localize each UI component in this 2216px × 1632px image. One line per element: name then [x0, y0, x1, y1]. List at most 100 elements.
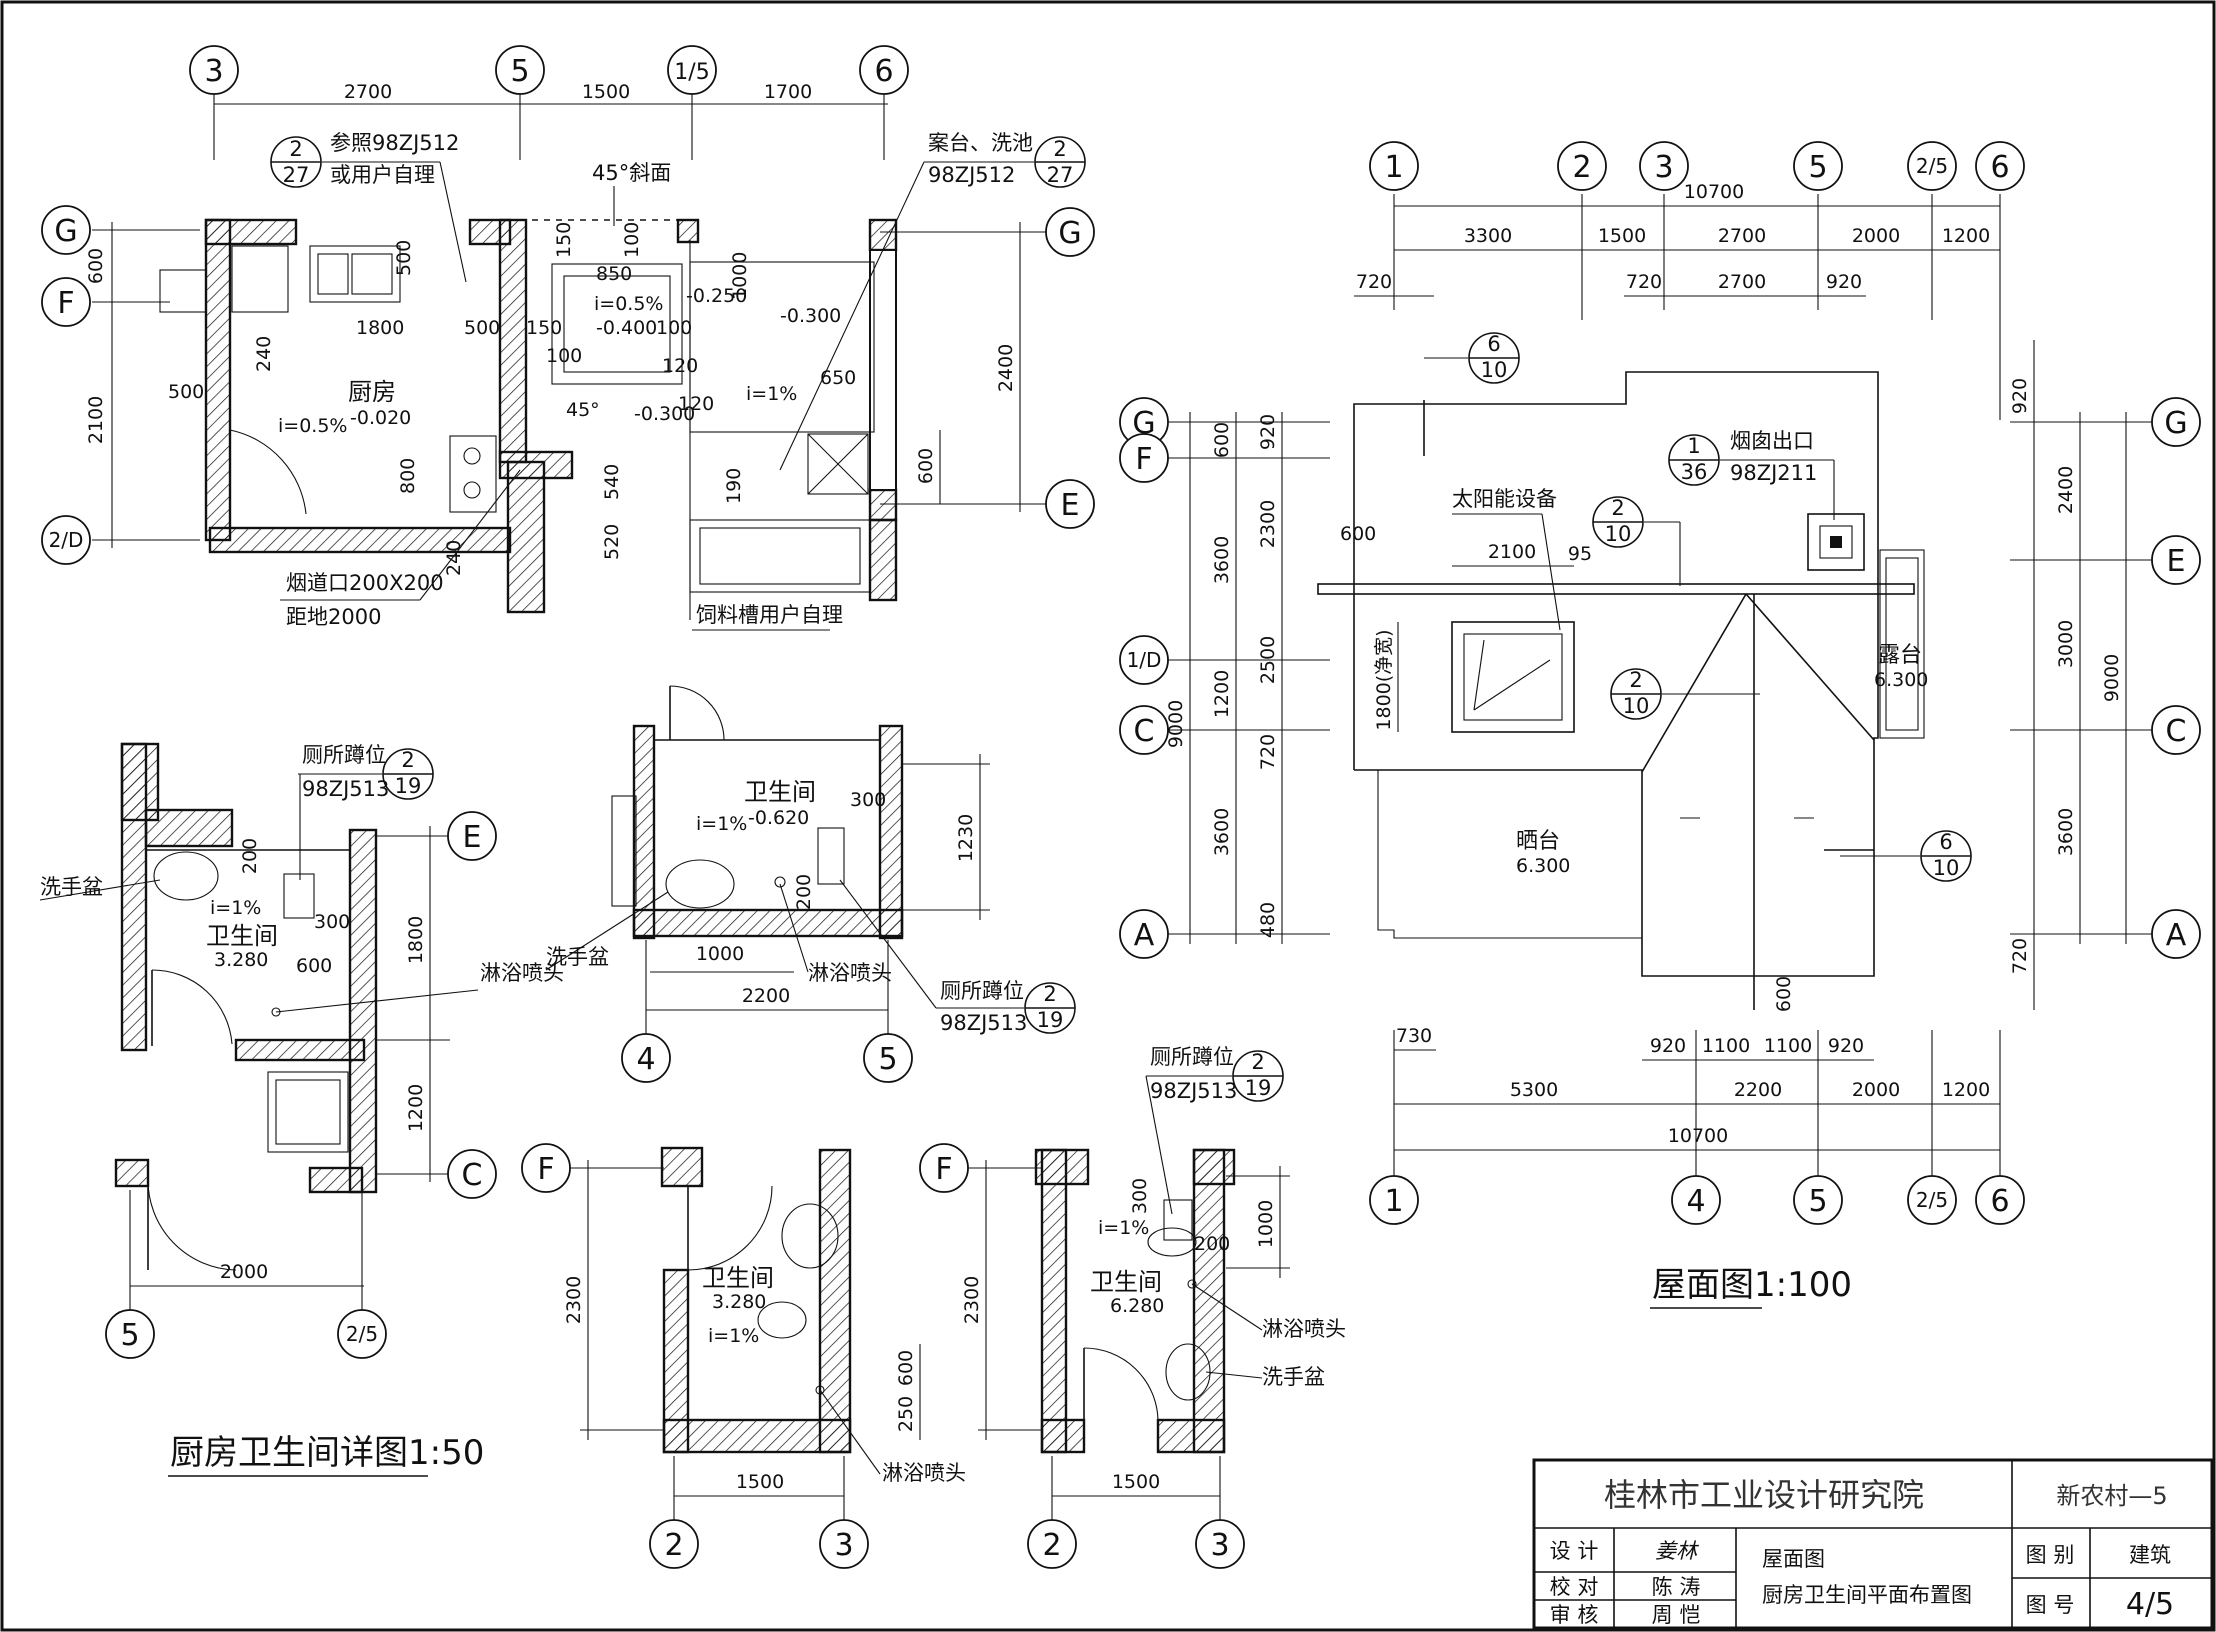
roof-top-1200: 1200 — [1942, 225, 1990, 247]
roof-ref-a-num: 6 — [1487, 332, 1500, 356]
roof-axis-top-3: 3 — [1654, 150, 1673, 185]
roof-terrace-elev: 6.300 — [1874, 669, 1928, 691]
roof-axis-top-5: 5 — [1808, 150, 1827, 185]
kitchen-ref2-num: 2 — [1053, 137, 1066, 161]
bath-left-ref-den: 19 — [395, 774, 422, 798]
kitchen-ref2-text1: 案台、洗池 — [928, 131, 1033, 155]
roof-bot-5300: 5300 — [1510, 1079, 1558, 1101]
bath-mid-slope: i=1% — [696, 813, 747, 835]
roof-drying: 晒台 — [1516, 829, 1560, 854]
bath-b2-dim-200: 200 — [1194, 1233, 1230, 1255]
bath-mid-ref-den: 19 — [1037, 1008, 1064, 1032]
bath-left-room: 卫生间 — [206, 922, 278, 950]
roof-solar-height: 1800(净宽) — [1373, 629, 1395, 730]
kitchen-chimney1: 烟道口200X200 — [286, 571, 444, 595]
bath-left-plan: E C 1800 1200 2000 5 2/5 2 19 厕所蹲位 98ZJ5… — [39, 742, 564, 1359]
bath-b2-ref-text2: 98ZJ513 — [1150, 1079, 1237, 1103]
kitchen-room-elev: -0.020 — [350, 407, 411, 429]
roof-top2-920: 920 — [1826, 271, 1862, 293]
kitchen-dim-100b: 100 — [546, 345, 582, 367]
bath-left-axis-E: E — [463, 820, 482, 855]
roof-axis-right-E: E — [2167, 544, 2186, 579]
roof-top2-720a: 720 — [1356, 271, 1392, 293]
title-no-value: 4/5 — [2126, 1587, 2174, 1622]
bath-left-basin: 洗手盆 — [40, 875, 103, 899]
kitchen-dim-100c: 100 — [656, 317, 692, 339]
kitchen-axis-right-G: G — [1058, 216, 1081, 251]
roof-axis-bot-2-5: 2/5 — [1916, 1188, 1948, 1212]
bath-b1-room: 卫生间 — [702, 1264, 774, 1292]
kitchen-dim-800: 800 — [397, 458, 419, 494]
title-block: 桂林市工业设计研究院 新农村—5 设 计 姜林 校 对 陈 涛 审 核 周 恺 … — [1532, 1458, 2214, 1630]
bath-left-dim-300: 300 — [314, 911, 350, 933]
roof-axis-left-F: F — [1135, 442, 1152, 477]
bath-b1-axis-F: F — [537, 1152, 554, 1187]
bath-mid-elev: -0.620 — [748, 807, 809, 829]
title-review-name: 周 恺 — [1652, 1603, 1701, 1627]
kitchen-dim-2400-right: 2400 — [995, 344, 1017, 392]
roof-right-720: 720 — [2009, 938, 2031, 974]
roof-ref-d-num: 6 — [1939, 830, 1952, 854]
kitchen-elev-a: -0.250 — [686, 285, 747, 307]
roof-axis-top-6: 6 — [1990, 150, 2009, 185]
kitchen-axis-left-F: F — [57, 286, 74, 321]
kitchen-dim-2100-left: 2100 — [85, 396, 107, 444]
bath-left-axis-C: C — [462, 1158, 483, 1193]
roof-axis-bot-6: 6 — [1990, 1184, 2009, 1219]
roof-left-920: 920 — [1257, 414, 1279, 450]
kitchen-dim-540: 540 — [601, 464, 623, 500]
bath-mid-room: 卫生间 — [744, 778, 816, 806]
roof-axis-left-1D: 1/D — [1127, 648, 1162, 672]
kitchen-dim-500c: 500 — [168, 381, 204, 403]
title-review-label: 审 核 — [1550, 1603, 1599, 1627]
roof-left-2500: 2500 — [1257, 636, 1279, 684]
roof-bot2-920b: 920 — [1828, 1035, 1864, 1057]
title-check-label: 校 对 — [1550, 1575, 1599, 1599]
roof-bot-2200: 2200 — [1734, 1079, 1782, 1101]
kitchen-elev-d: -0.300 — [634, 403, 695, 425]
roof-top-2700: 2700 — [1718, 225, 1766, 247]
bath-mid-dim-300: 300 — [850, 789, 886, 811]
roof-axis-left-A: A — [1134, 918, 1155, 953]
title-institute: 桂林市工业设计研究院 — [1604, 1476, 1924, 1514]
bath-left-ref-text2: 98ZJ513 — [302, 777, 389, 801]
roof-top-2000: 2000 — [1852, 225, 1900, 247]
roof-axis-left-G: G — [1132, 406, 1155, 441]
kitchen-dim-1800: 1800 — [356, 317, 404, 339]
roof-bot-2000: 2000 — [1852, 1079, 1900, 1101]
roof-left-720: 720 — [1257, 734, 1279, 770]
roof-right-2400: 2400 — [2055, 466, 2077, 514]
kitchen-slope3: i=1% — [746, 383, 797, 405]
roof-bot2-1100b: 1100 — [1764, 1035, 1812, 1057]
bath-mid-ref-text1: 厕所蹲位 — [940, 979, 1024, 1003]
bath-mid-basin: 洗手盆 — [546, 945, 609, 969]
title-type-label: 图 别 — [2026, 1543, 2075, 1567]
bath-b2-ref-den: 19 — [1245, 1076, 1272, 1100]
roof-plan: 1 2 3 5 2/5 6 10700 3300 1500 2700 2000 … — [1119, 141, 2201, 1225]
kitchen-dim-190: 190 — [723, 468, 745, 504]
roof-axis-bot-4: 4 — [1686, 1184, 1705, 1219]
bath-b1-dim-600: 600 — [895, 1350, 917, 1386]
kitchen-feed-trough: 饲料槽用户自理 — [696, 603, 843, 627]
kitchen-axis-right-E: E — [1061, 488, 1080, 523]
kitchen-ref2-den: 27 — [1047, 163, 1074, 187]
roof-right-3600: 3600 — [2055, 808, 2077, 856]
kitchen-axis-top-4: 6 — [874, 54, 893, 89]
bath-b2-dim-1000: 1000 — [1255, 1200, 1277, 1248]
bath-b2-dim-2300: 2300 — [961, 1276, 983, 1324]
kitchen-dim-600-right: 600 — [915, 448, 937, 484]
bath-bottom1-plan: F 2300 600 250 1500 2 3 卫生间 3.280 i=1% 淋… — [521, 1143, 966, 1569]
roof-chimney-num: 1 — [1687, 434, 1700, 458]
kitchen-dim-120a: 120 — [662, 355, 698, 377]
roof-right-3000: 3000 — [2055, 620, 2077, 668]
kitchen-dim-650: 650 — [820, 367, 856, 389]
kitchen-axis-left-G: G — [54, 214, 77, 249]
roof-chimney-den: 36 — [1681, 460, 1708, 484]
bath-b2-basin: 洗手盆 — [1262, 1365, 1325, 1389]
roof-axis-top-1: 1 — [1384, 150, 1403, 185]
kitchen-dim-150: 150 — [526, 317, 562, 339]
roof-top-total: 10700 — [1684, 181, 1744, 203]
kitchen-dim-1500: 1500 — [582, 81, 630, 103]
